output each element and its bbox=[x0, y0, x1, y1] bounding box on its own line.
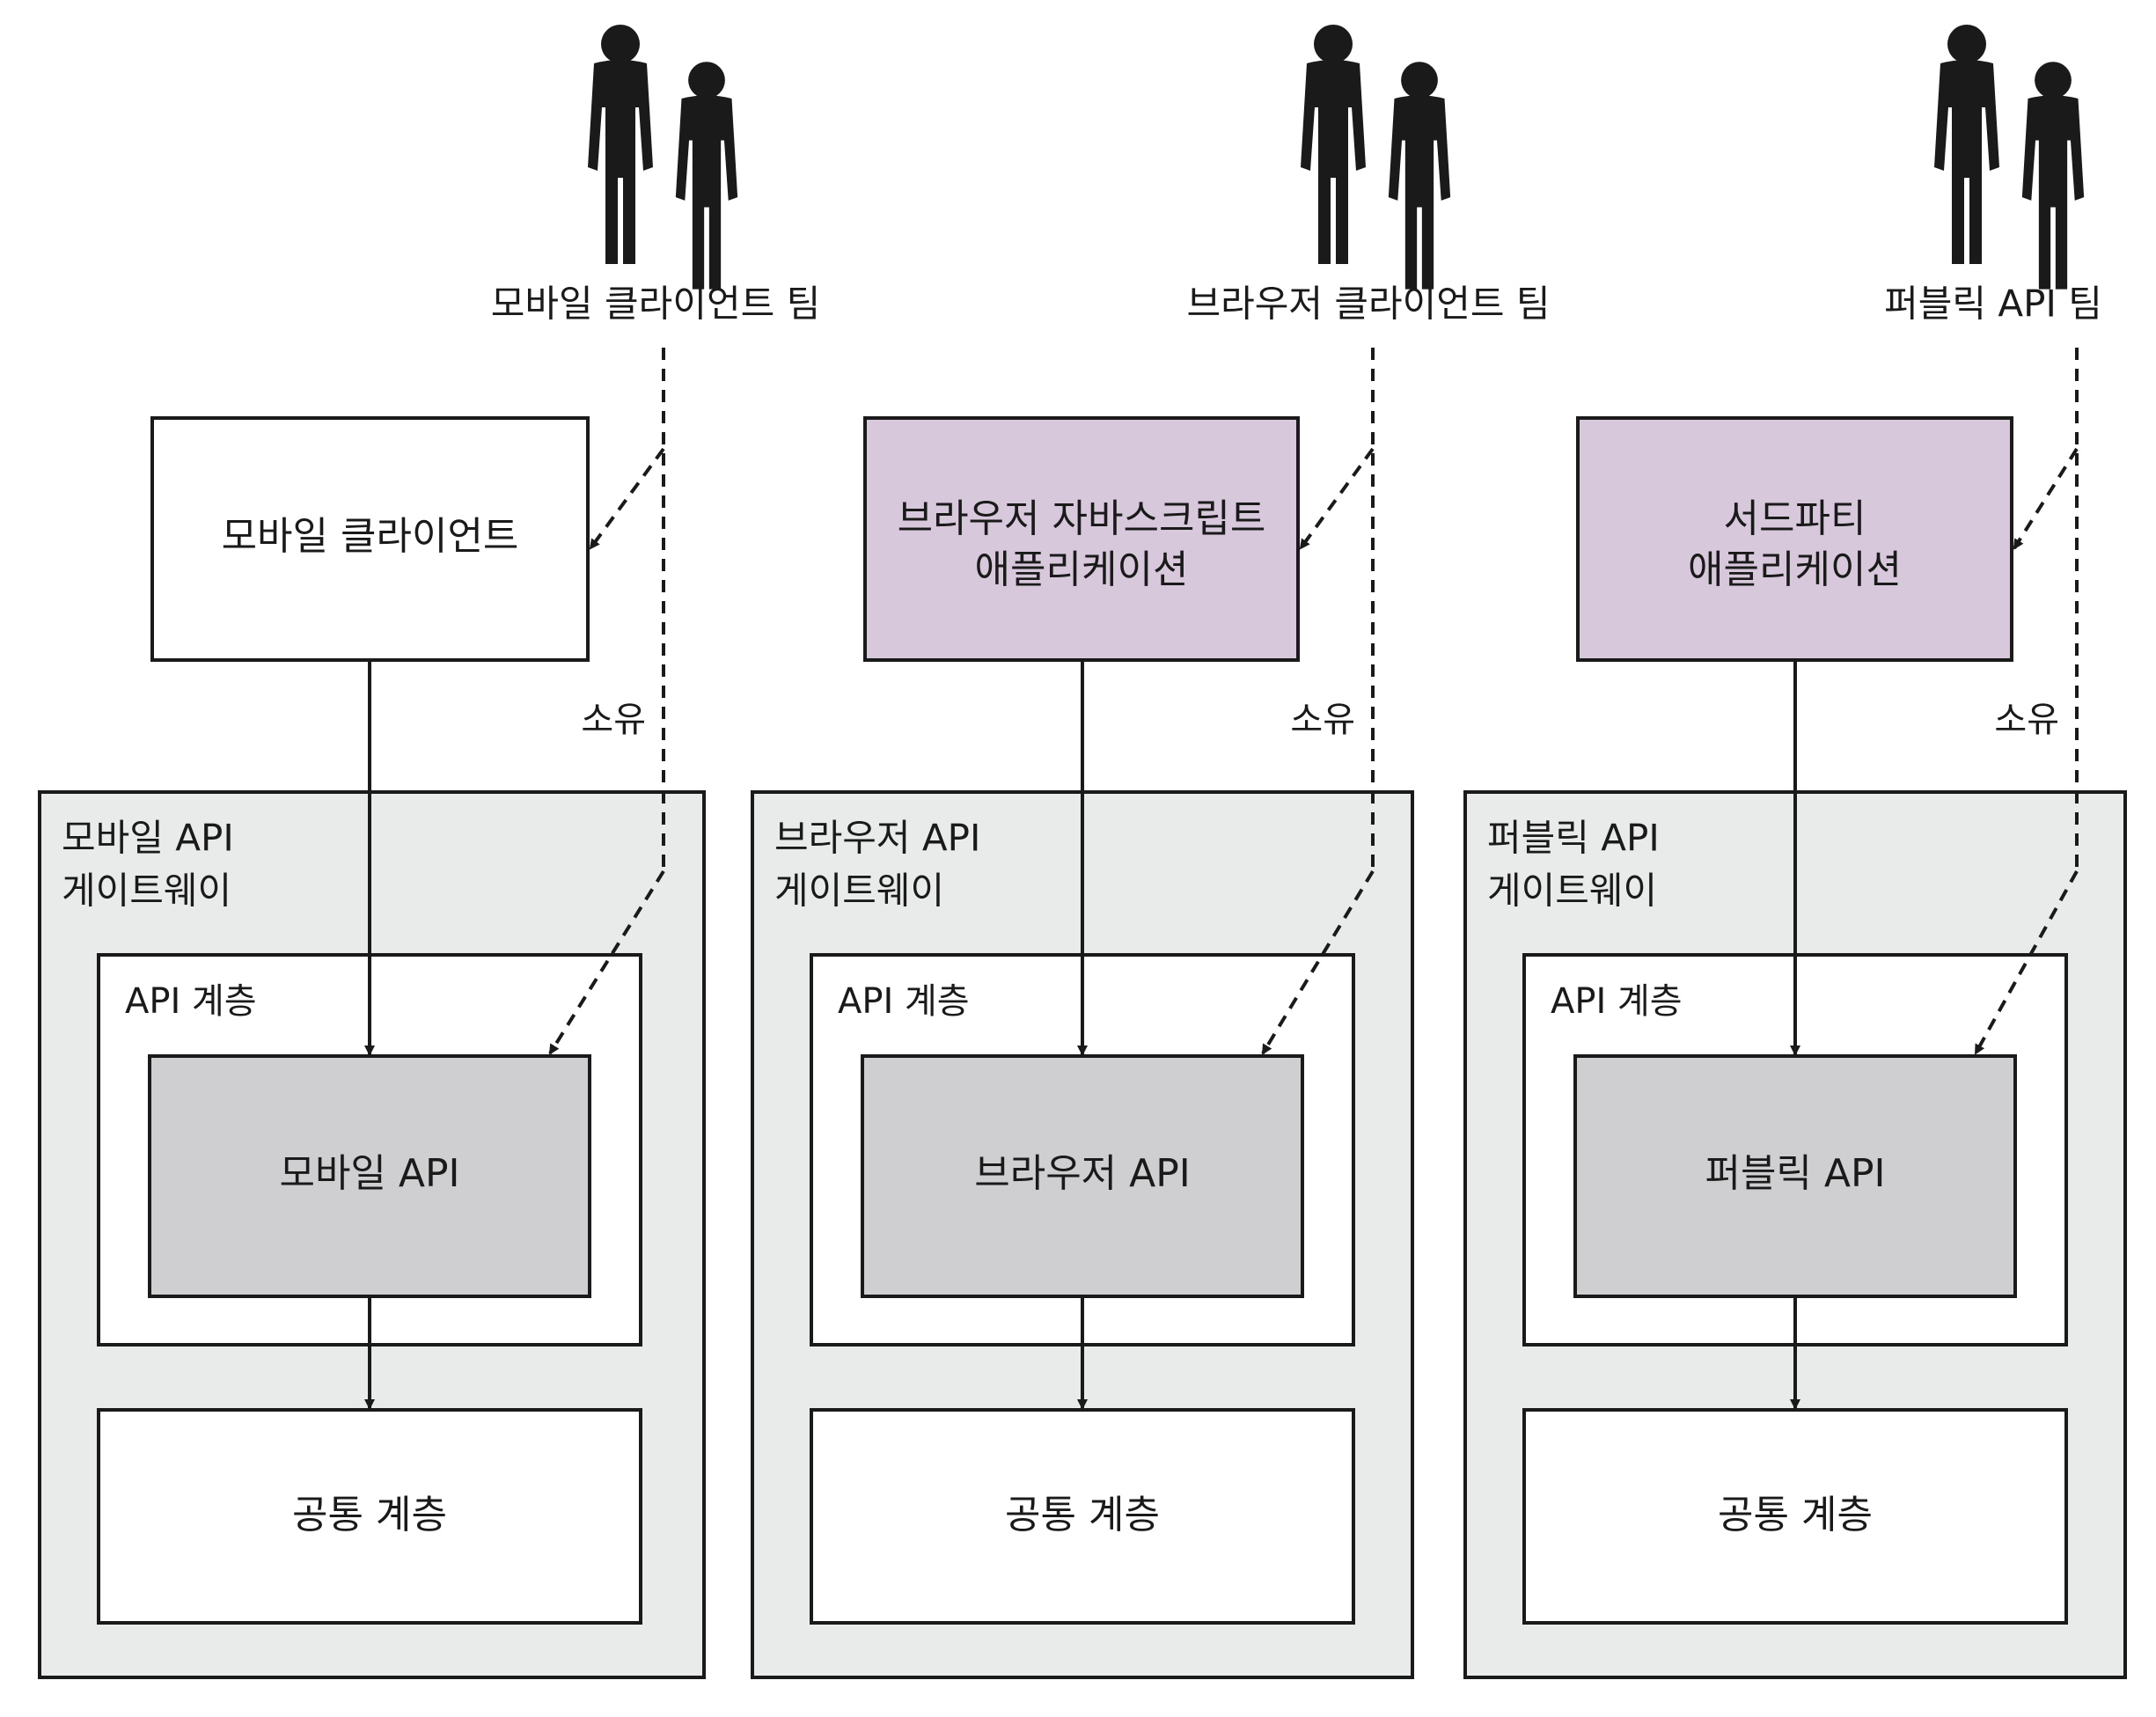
gateway-title-line-1: 퍼블릭 API bbox=[1487, 817, 1660, 860]
gateway-title-line-1: 브라우저 API bbox=[774, 817, 980, 860]
api-label: 모바일 API bbox=[279, 1151, 459, 1196]
common-layer-label: 공통 계층 bbox=[1005, 1493, 1160, 1537]
common-layer-label: 공통 계층 bbox=[292, 1493, 447, 1537]
client-label-line-2: 애플리케이션 bbox=[1688, 547, 1902, 592]
team-label: 브라우저 클라이언트 팀 bbox=[1186, 282, 1550, 326]
client-label-line-1: 브라우저 자바스크립트 bbox=[898, 496, 1266, 541]
ownership-arrow bbox=[548, 870, 665, 1055]
client-label-line-2: 애플리케이션 bbox=[975, 547, 1189, 592]
api-box bbox=[1573, 1054, 2017, 1298]
people-icon bbox=[1301, 25, 1451, 290]
ownership-arrow bbox=[2013, 447, 2079, 550]
client-box bbox=[1576, 416, 2013, 662]
gateway-title-line-2: 게이트웨이 bbox=[62, 870, 231, 913]
ownership-arrow bbox=[1974, 870, 2079, 1055]
common-layer-box bbox=[97, 1408, 642, 1625]
common-layer-box bbox=[1522, 1408, 2068, 1625]
api-layer-label: API 계층 bbox=[838, 981, 970, 1022]
api-label: 브라우저 API bbox=[974, 1151, 1191, 1196]
owns-label: 소유 bbox=[581, 700, 646, 740]
client-box bbox=[863, 416, 1300, 662]
api-layer-label: API 계층 bbox=[1551, 981, 1683, 1022]
client-label: 모바일 클라이언트 bbox=[222, 514, 519, 559]
owns-label: 소유 bbox=[1994, 700, 2059, 740]
team-label: 모바일 클라이언트 팀 bbox=[491, 282, 820, 326]
client-label-line-1: 서드파티 bbox=[1724, 496, 1866, 541]
api-layer-label: API 계층 bbox=[125, 981, 257, 1022]
api-box bbox=[148, 1054, 591, 1298]
gateway-title-line-2: 게이트웨이 bbox=[1487, 870, 1657, 913]
api-label: 퍼블릭 API bbox=[1705, 1151, 1885, 1196]
owns-label: 소유 bbox=[1290, 700, 1355, 740]
gateway-title-line-1: 모바일 API bbox=[62, 817, 234, 860]
people-icon bbox=[588, 25, 738, 290]
gateway-title-line-2: 게이트웨이 bbox=[774, 870, 944, 913]
common-layer-box bbox=[810, 1408, 1355, 1625]
ownership-arrow bbox=[1299, 447, 1375, 550]
team-label: 퍼블릭 API 팀 bbox=[1884, 282, 2102, 326]
ownership-arrow bbox=[589, 447, 665, 550]
client-box bbox=[150, 416, 590, 662]
common-layer-label: 공통 계층 bbox=[1718, 1493, 1873, 1537]
people-icon bbox=[1934, 25, 2085, 290]
ownership-arrow bbox=[1261, 870, 1375, 1055]
